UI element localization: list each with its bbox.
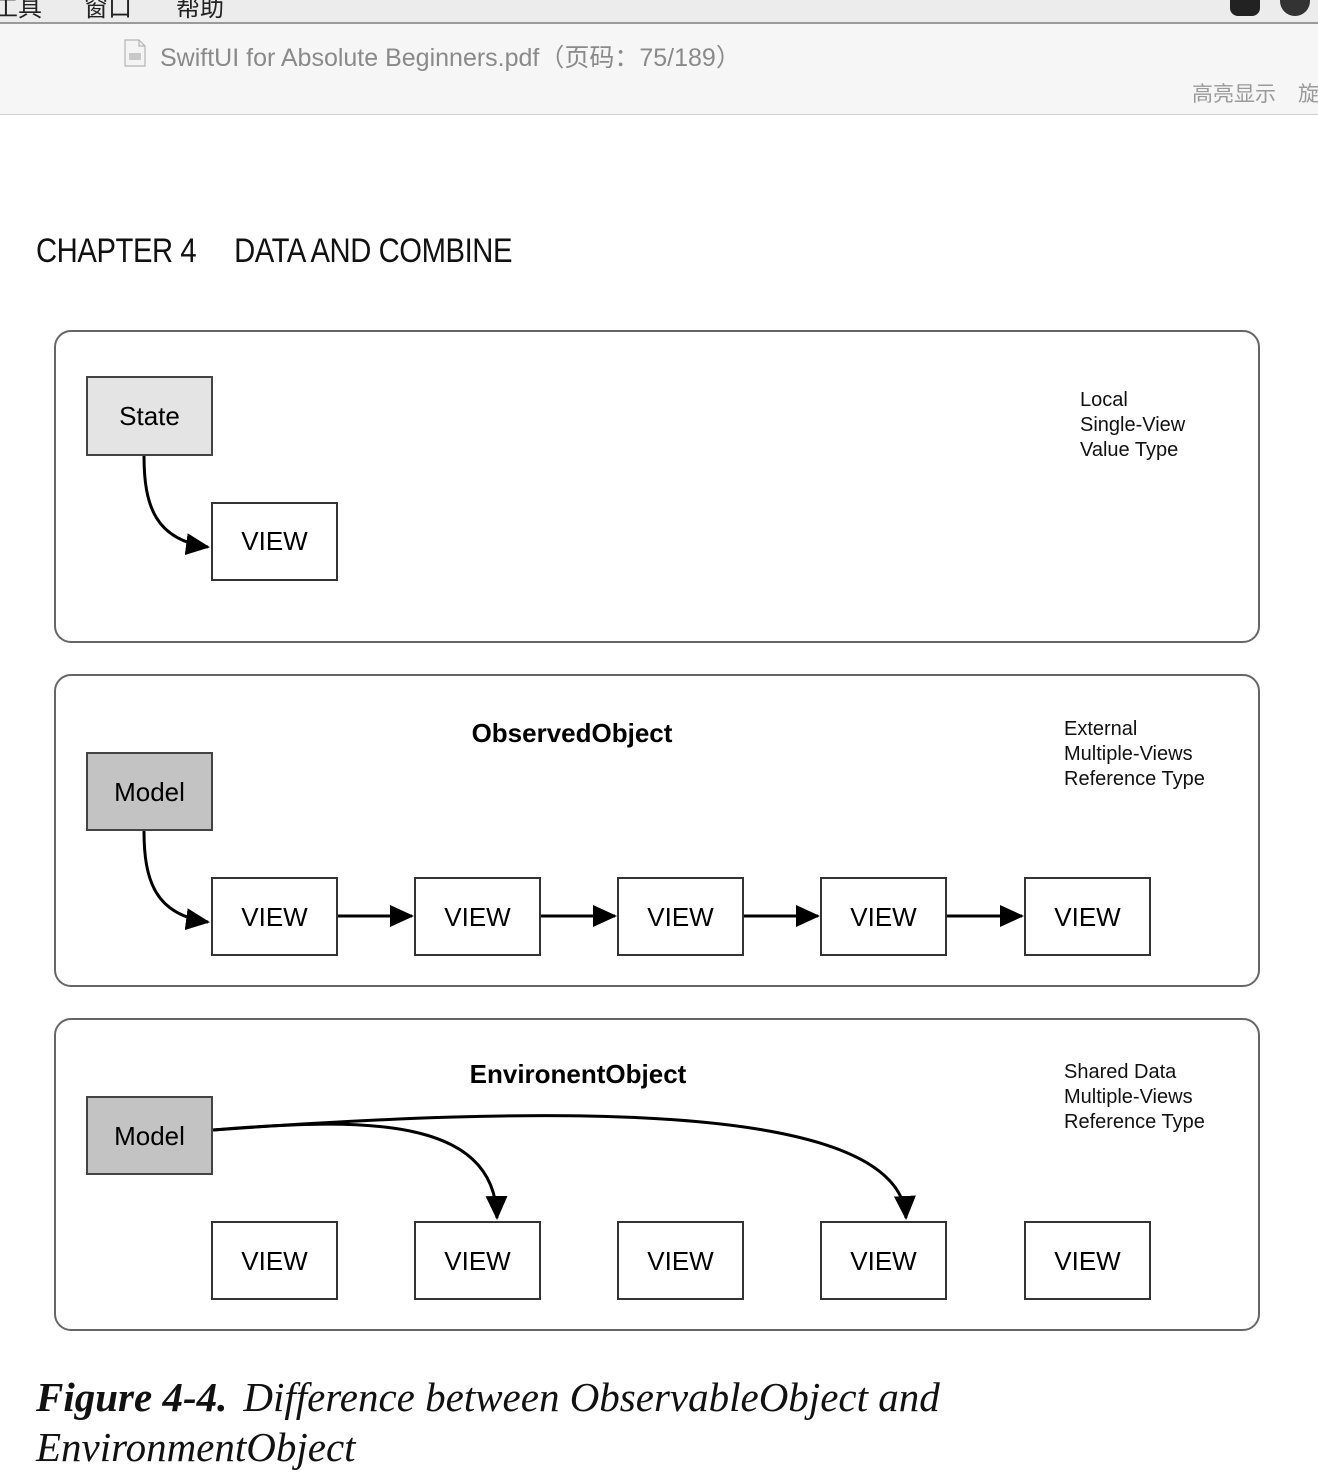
observed-view-label-1: VIEW bbox=[241, 902, 308, 932]
status-app-icon[interactable] bbox=[1230, 0, 1260, 16]
observed-view-label-4: VIEW bbox=[850, 902, 917, 932]
figure-diagram: State VIEW Local Single-View Value Type … bbox=[54, 330, 1260, 1331]
observed-panel: ObservedObject External Multiple-Views R… bbox=[54, 674, 1260, 987]
observed-view-box-3: VIEW bbox=[617, 877, 744, 956]
environment-view-box-4: VIEW bbox=[820, 1221, 947, 1300]
observed-view-box-1: VIEW bbox=[211, 877, 338, 956]
observed-view-box-5: VIEW bbox=[1024, 877, 1151, 956]
observed-model-arrow bbox=[142, 830, 210, 931]
environment-view-label-3: VIEW bbox=[647, 1246, 714, 1276]
environment-panel-title: EnvironentObject bbox=[470, 1059, 687, 1089]
observed-view-label-2: VIEW bbox=[444, 902, 511, 932]
menu-help[interactable]: 帮助 bbox=[176, 0, 224, 22]
status-clock-icon[interactable] bbox=[1280, 0, 1310, 16]
observed-view-label-3: VIEW bbox=[647, 902, 714, 932]
environment-view-box-3: VIEW bbox=[617, 1221, 744, 1300]
environment-arrow-to-view-4 bbox=[212, 1114, 916, 1220]
menu-tools[interactable]: 工具 bbox=[0, 0, 42, 22]
environment-view-label-4: VIEW bbox=[850, 1246, 917, 1276]
document-toolbar: SwiftUI for Absolute Beginners.pdf（页码：75… bbox=[0, 24, 1318, 115]
environment-model-box: Model bbox=[86, 1096, 213, 1175]
environment-view-box-1: VIEW bbox=[211, 1221, 338, 1300]
state-view-box: VIEW bbox=[211, 502, 338, 581]
rotate-button[interactable]: 旋 bbox=[1298, 83, 1318, 106]
state-box-label: State bbox=[119, 401, 180, 431]
chapter-title: DATA AND COMBINE bbox=[234, 232, 513, 270]
menu-window[interactable]: 窗口 bbox=[84, 0, 132, 22]
environment-panel-notes: Shared Data Multiple-Views Reference Typ… bbox=[1064, 1061, 1205, 1133]
observed-view-box-4: VIEW bbox=[820, 877, 947, 956]
pdf-file-icon bbox=[124, 39, 146, 67]
figure-caption: Figure 4-4.Difference between Observable… bbox=[36, 1372, 1096, 1472]
chapter-label: CHAPTER 4 bbox=[36, 232, 197, 270]
environment-view-label-2: VIEW bbox=[444, 1246, 511, 1276]
chapter-header: CHAPTER 4 DATA AND COMBINE bbox=[36, 232, 512, 271]
environment-view-box-2: VIEW bbox=[414, 1221, 541, 1300]
environment-model-label: Model bbox=[114, 1121, 185, 1151]
figure-caption-text: Difference between ObservableObject and … bbox=[36, 1374, 940, 1470]
state-panel: State VIEW Local Single-View Value Type bbox=[54, 330, 1260, 643]
environment-view-label-5: VIEW bbox=[1054, 1246, 1121, 1276]
observed-model-label: Model bbox=[114, 777, 185, 807]
highlight-button[interactable]: 高亮显示 bbox=[1192, 83, 1276, 106]
observed-panel-notes: External Multiple-Views Reference Type bbox=[1064, 718, 1205, 790]
state-view-label: VIEW bbox=[241, 526, 308, 556]
environment-panel: EnvironentObject Shared Data Multiple-Vi… bbox=[54, 1018, 1260, 1331]
observed-model-box: Model bbox=[86, 752, 213, 831]
system-menubar: 工具 窗口 帮助 bbox=[0, 0, 1318, 24]
observed-panel-title: ObservedObject bbox=[472, 718, 673, 748]
environment-view-label-1: VIEW bbox=[241, 1246, 308, 1276]
state-to-view-arrow bbox=[142, 455, 210, 556]
state-box: State bbox=[86, 376, 213, 456]
figure-label: Figure 4-4. bbox=[36, 1374, 228, 1420]
observed-view-box-2: VIEW bbox=[414, 877, 541, 956]
document-title: SwiftUI for Absolute Beginners.pdf（页码：75… bbox=[160, 44, 741, 72]
observed-view-label-5: VIEW bbox=[1054, 902, 1121, 932]
environment-view-box-5: VIEW bbox=[1024, 1221, 1151, 1300]
state-panel-notes: Local Single-View Value Type bbox=[1080, 389, 1191, 461]
